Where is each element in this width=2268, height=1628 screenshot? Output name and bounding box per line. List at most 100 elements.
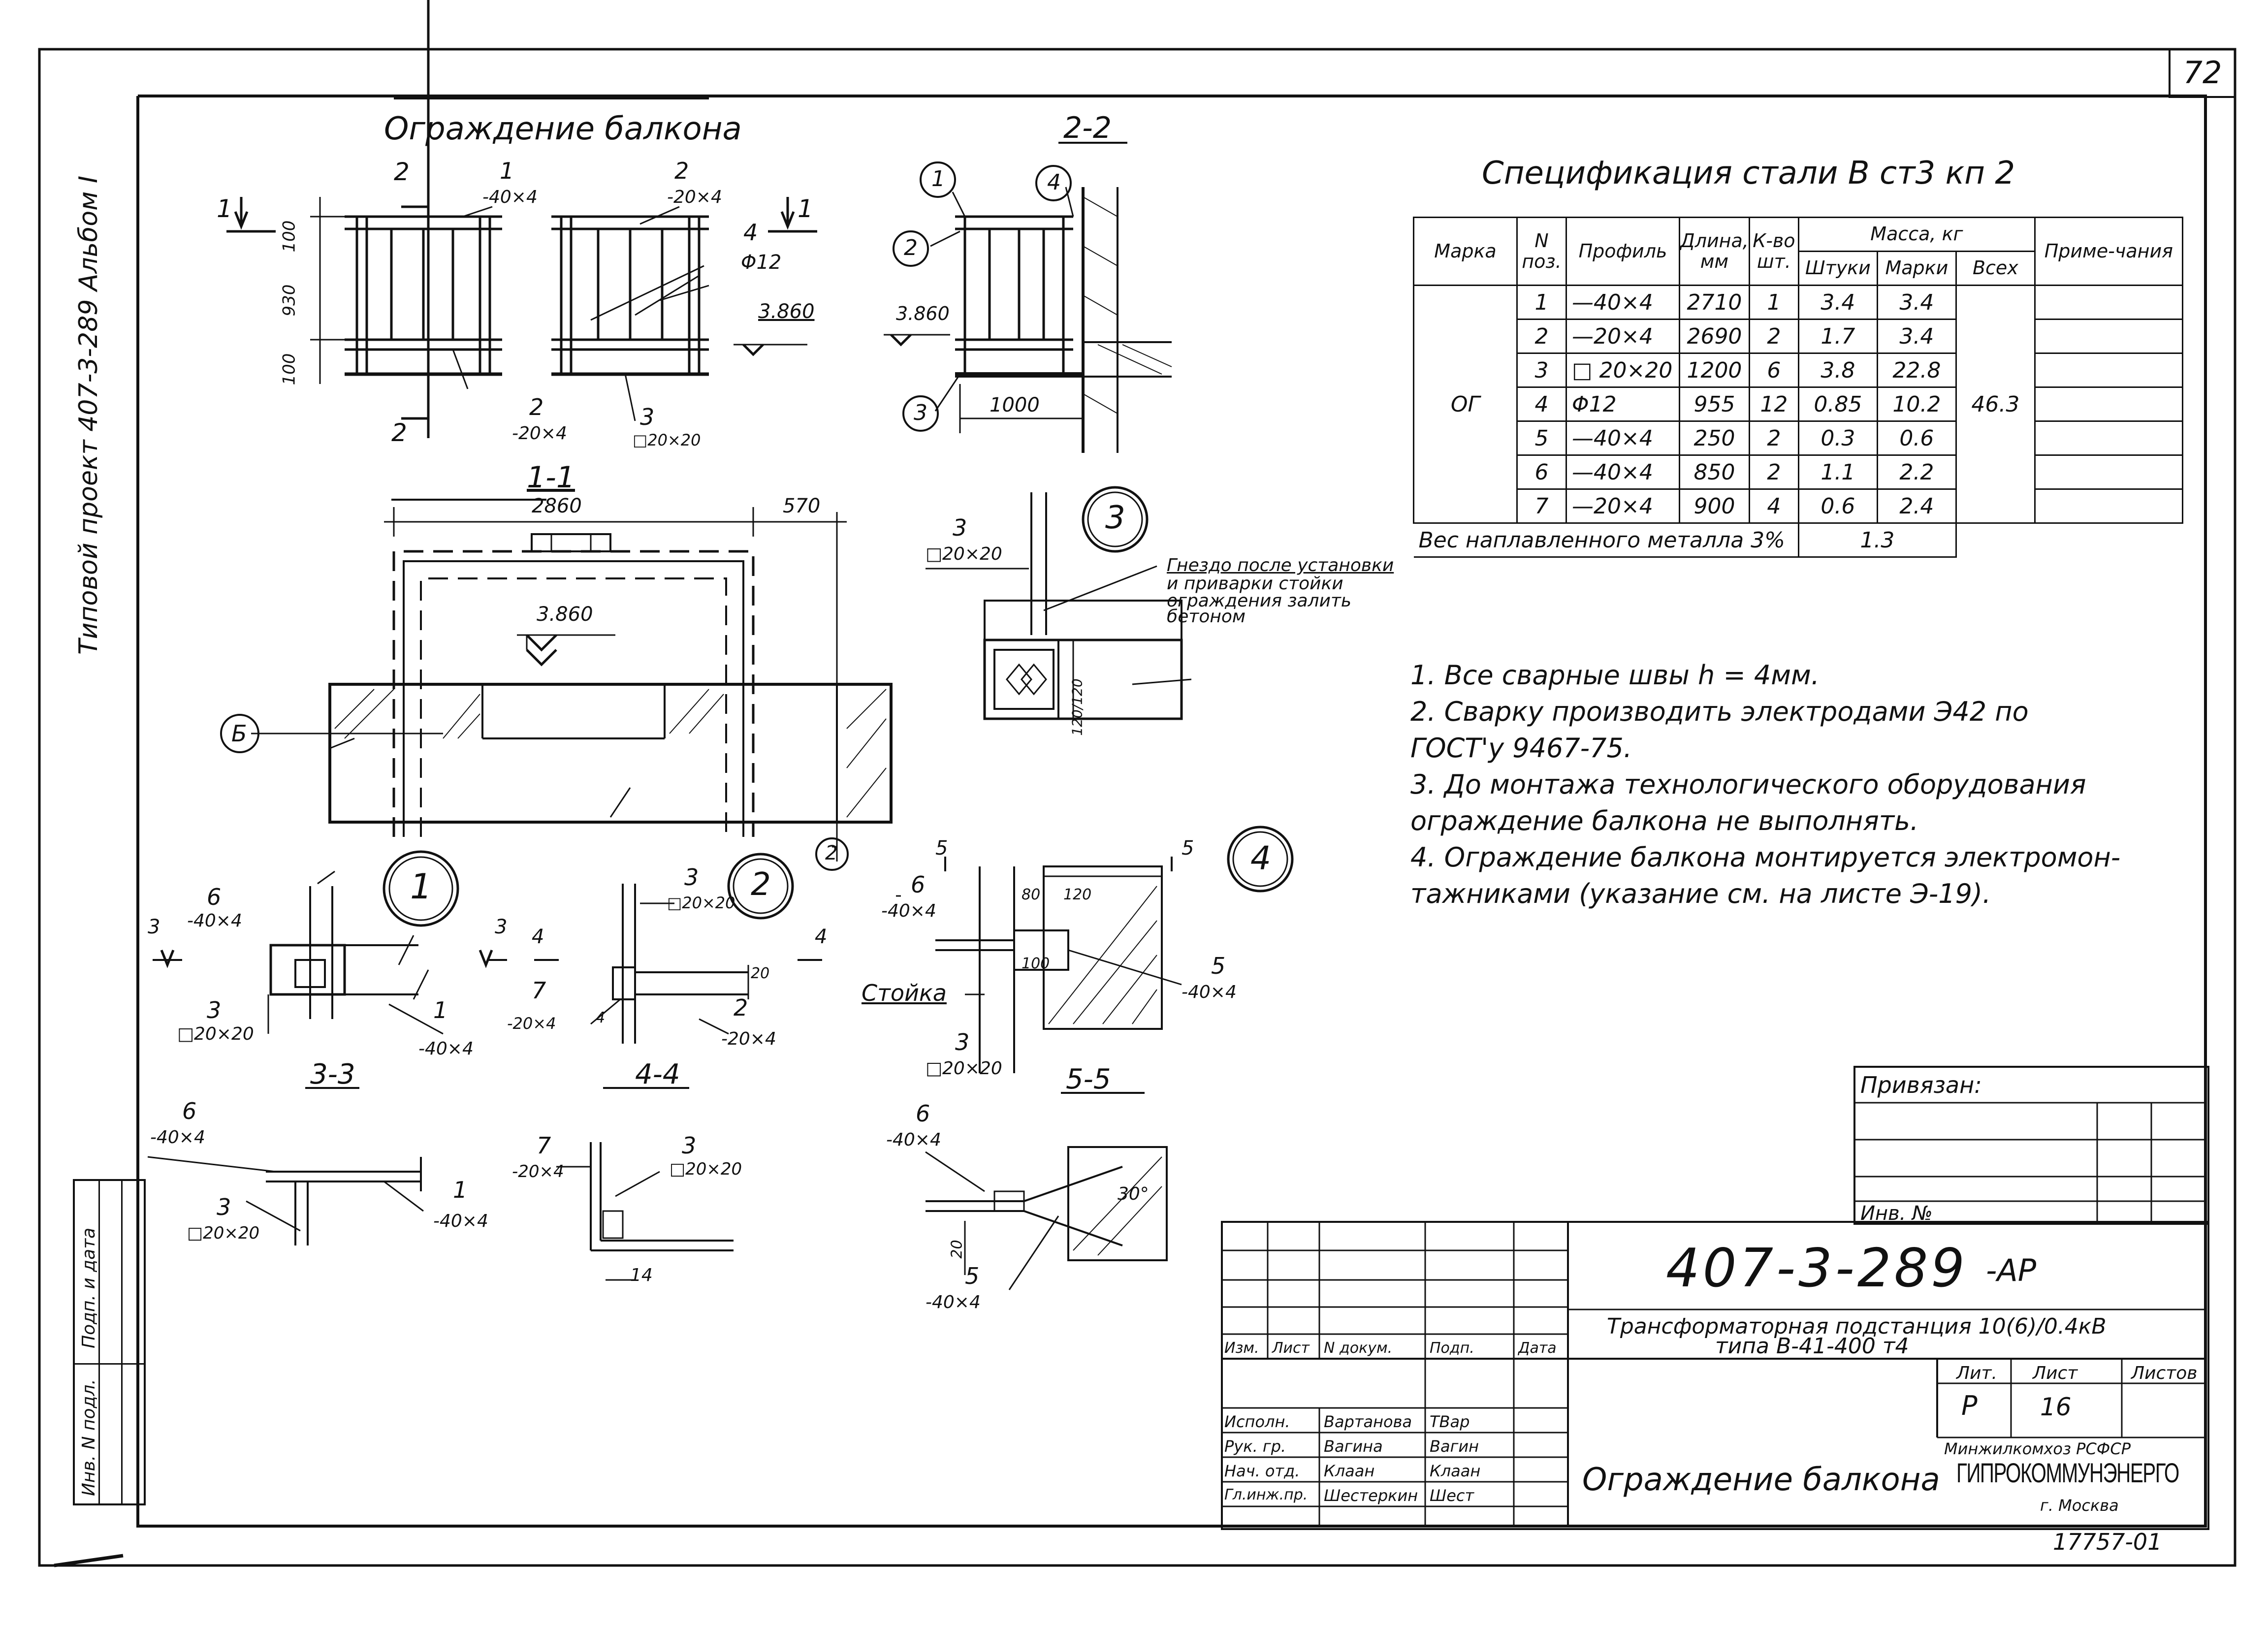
spec-cell: 2.4 (1876, 488, 1957, 524)
s55-angle: 30° (1118, 1184, 1149, 1204)
node4-cut-right: 5 (1182, 837, 1194, 860)
stamp-name: Вагина (1324, 1437, 1383, 1456)
spec-cell: 850 (1679, 454, 1750, 490)
stamp-sheet-title: Ограждение балкона (1582, 1462, 1940, 1498)
spec-cell: 0.85 (1797, 386, 1878, 422)
stamp-col-izm: Изм. (1224, 1340, 1259, 1357)
sec11-callout-b: Б (231, 720, 247, 747)
archive-number: 17757-01 (2053, 1529, 2162, 1555)
stamp-project-l1: Трансформаторная подстанция 10(6)/0.4кВ (1607, 1314, 2107, 1339)
s44-p3: 3 (682, 1132, 697, 1159)
elev-prof-20x4: -20×4 (667, 187, 722, 207)
spec-cell (2034, 454, 2183, 490)
node4-d100: 100 (1022, 955, 1050, 972)
spec-cell: 5 (1516, 420, 1567, 456)
s55-d20: 20 (948, 1240, 966, 1259)
main-title: Ограждение балкона (384, 111, 742, 147)
title-block: 407-3-289 -АР Трансформаторная подстанци… (1221, 1221, 2209, 1530)
stamp-col-data: Дата (1518, 1340, 1557, 1357)
sec11-dim-570: 570 (783, 495, 821, 517)
stamp-sign: Шест (1430, 1486, 1474, 1505)
stamp-sheet: 16 (2040, 1393, 2072, 1421)
stamp-stage: Р (1961, 1390, 1978, 1421)
spec-cell: 1.1 (1797, 454, 1878, 490)
table-row: ОГ 1 —40×4 2710 1 3.4 3.4 46.3 (1413, 285, 2183, 524)
node2-num: 2 (751, 866, 771, 903)
stamp-org: ГИПРОКОММУНЭНЕРГО (1956, 1457, 2179, 1488)
spec-h-marka: Марка (1413, 217, 1518, 286)
page-number: 72 (2169, 49, 2235, 98)
spec-cell: 900 (1679, 488, 1750, 524)
node3-num: 3 (1105, 500, 1125, 536)
spec-weld-label: Вес наплавленного металла 3% (1413, 522, 1799, 558)
spec-h-qty: К-во шт. (1748, 217, 1799, 286)
note-line: 1. Все сварные швы h = 4мм. (1410, 660, 1820, 691)
sec-5-5-title: 5-5 (1066, 1063, 1111, 1095)
s33-p3: 3 (217, 1194, 231, 1220)
spec-cell: 2 (1748, 420, 1799, 456)
spec-cell (2034, 319, 2183, 354)
spec-cell: 6 (1516, 454, 1567, 490)
s33-p3prof: □20×20 (187, 1223, 260, 1243)
node2-p2: 2 (734, 994, 748, 1021)
node3-dim: 120/120 (1069, 678, 1086, 736)
spec-cell: 1.7 (1797, 319, 1878, 354)
spec-h-mass-mark: Марки (1876, 251, 1957, 286)
stamp-grid (1221, 1221, 2205, 1526)
stamp-sheets-h: Листов (2131, 1363, 2198, 1383)
spec-cell: 3.4 (1876, 285, 1957, 320)
spec-cell: 955 (1679, 386, 1750, 422)
stamp-city: г. Москва (2040, 1496, 2119, 1515)
spec-cell: 2710 (1679, 285, 1750, 320)
elev-mark-3: 3 (640, 404, 655, 430)
spec-cell: 4 (1516, 386, 1567, 422)
stamp-stage-h: Лит. (1956, 1363, 1997, 1383)
binding-box: Привязан: Инв. № (1853, 1066, 2209, 1225)
node2-d4: 4 (596, 1009, 606, 1026)
node2-d20: 20 (751, 965, 770, 982)
stamp-code: 407-3-289 (1666, 1238, 1968, 1299)
spec-cell: 2 (1748, 454, 1799, 490)
spec-cell: 0.3 (1797, 420, 1878, 456)
node2-p3: 3 (684, 864, 699, 891)
node1-p1prof: -40×4 (418, 1039, 474, 1059)
elev-box20: □20×20 (633, 431, 701, 449)
elev-cut-2-top: 2 (394, 158, 410, 186)
stamp-sheet-h: Лист (2033, 1363, 2078, 1383)
spec-title: Спецификация стали В ст3 кп 2 (1482, 155, 2015, 192)
sec22-c4: 4 (1047, 170, 1061, 195)
node4-p6prof: -40×4 (881, 901, 936, 921)
node1-cut-right: 3 (495, 916, 508, 938)
node3-box: □20×20 (926, 544, 1002, 564)
s55-p5prof: -40×4 (926, 1292, 981, 1312)
spec-cell: 1 (1516, 285, 1567, 320)
spec-cell: 3.4 (1876, 319, 1957, 354)
stamp-sign: ТВар (1430, 1412, 1470, 1431)
stamp-role: Рук. гр. (1224, 1437, 1286, 1456)
spec-h-mass: Масса, кг (1797, 217, 2036, 252)
spec-cell: 2.2 (1876, 454, 1957, 490)
side-box-inv: Инв. N подл. (79, 1379, 99, 1496)
spec-cell: 2 (1516, 319, 1567, 354)
elev-phi12: Φ12 (741, 251, 782, 274)
spec-cell: 2690 (1679, 319, 1750, 354)
node-1-lines (147, 870, 507, 1245)
spec-h-notes: Приме-чания (2034, 217, 2183, 286)
spec-total: 46.3 (1955, 285, 2036, 524)
elev-mark-1: 1 (500, 158, 514, 184)
node4-d80: 80 (1022, 886, 1041, 903)
table-row: 4 Φ12 955 12 0.85 10.2 (1414, 386, 2183, 422)
node1-p1: 1 (433, 997, 448, 1023)
s55-p6prof: -40×4 (886, 1130, 941, 1150)
stamp-col-ndok: N докум. (1324, 1340, 1393, 1357)
elev-prof-20x4-b: -20×4 (512, 423, 567, 444)
spec-table: Марка N поз. Профиль Длина, мм К-во шт. … (1413, 217, 2183, 558)
note-line: ограждение балкона не выполнять. (1410, 805, 1919, 836)
s55-p6: 6 (916, 1100, 930, 1127)
elev-mark-4: 4 (743, 219, 758, 246)
sec11-callout-2: 2 (825, 842, 838, 864)
stamp-col-podp: Подп. (1430, 1340, 1474, 1357)
stamp-col-list: Лист (1272, 1340, 1310, 1357)
sec22-dim-1000: 1000 (990, 394, 1040, 416)
binding-grid (1853, 1102, 2205, 1221)
